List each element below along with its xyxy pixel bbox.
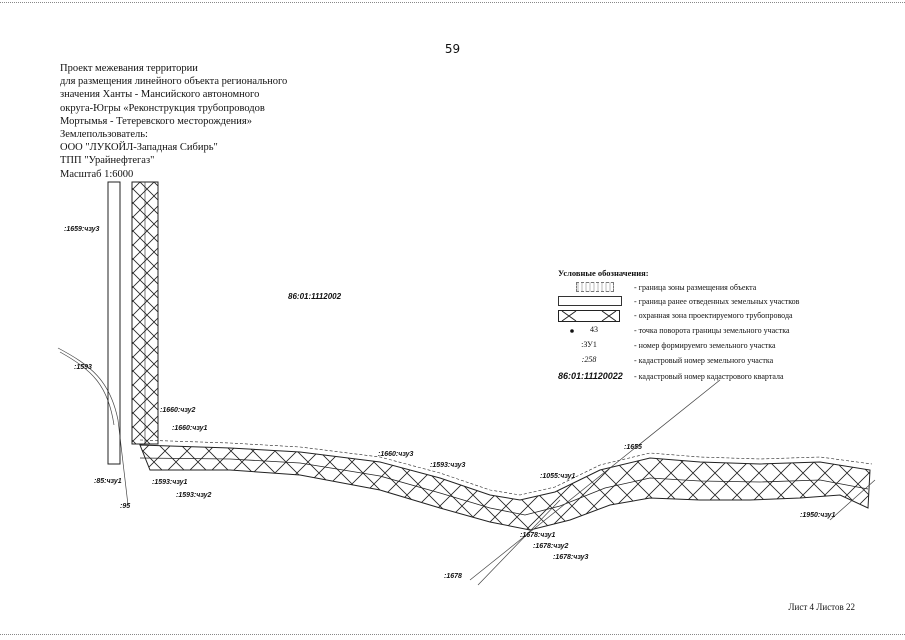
title-line: округа-Югры «Реконструкция трубопроводов <box>60 102 265 114</box>
legend-item-protection-zone: - охранная зона проектируемого трубопров… <box>558 310 858 324</box>
vertical-corridor-boundary <box>107 181 121 465</box>
map-label-1678-3: :1678:чзу3 <box>553 554 589 561</box>
quarter-number-sample: 86:01:11120022 <box>558 371 623 381</box>
road-line-left-2 <box>59 351 115 426</box>
title-line: для размещения линейного объекта региона… <box>60 76 288 88</box>
map-label-1678-2: :1678:чзу2 <box>533 543 569 550</box>
map-label-95: :95 <box>120 503 130 510</box>
map-label-1659: :1659:чзу3 <box>64 226 100 233</box>
protection-zone-symbol <box>558 310 620 322</box>
legend-item-quarter-number: 86:01:11120022 - кадастровый номер кадас… <box>558 371 858 385</box>
legend-item-previous-boundary: - граница ранее отведенных земельных уча… <box>558 296 858 310</box>
title-line: Землепользователь: <box>60 129 148 141</box>
legend-item-text: - кадастровый номер кадастрового квартал… <box>634 372 784 381</box>
map-label-1593-3: :1593:чзу3 <box>430 462 466 469</box>
plot-number-sample: :ЗУ1 <box>581 340 597 349</box>
map-label-1593-1: :1593:чзу1 <box>152 479 188 486</box>
legend-item-plot-number: :ЗУ1 - номер формируемго земельного учас… <box>558 340 858 354</box>
legend-item-point: 43 - точка поворота границы земельного у… <box>558 325 858 339</box>
scale-line: Масштаб 1:6000 <box>60 168 134 180</box>
map-label-1950: :1950:чзу1 <box>800 512 836 519</box>
map-label-1660-3: :1660:чзу3 <box>378 451 414 458</box>
legend-item-text: - граница зоны размещения объекта <box>634 283 757 292</box>
map-label-quarter: 86:01:1112002 <box>288 292 342 301</box>
map-label-1660-1: :1660:чзу1 <box>172 425 208 432</box>
road-line-left <box>57 347 129 506</box>
map-label-1678: :1678 <box>444 573 462 580</box>
map-label-1655: :1655 <box>624 444 642 451</box>
title-line: значения Ханты - Мансийского автономного <box>60 89 260 101</box>
legend: Условные обозначения: - граница зоны раз… <box>558 268 799 381</box>
pipeline-centerline <box>139 457 869 516</box>
legend-item-text: - охранная зона проектируемого трубопров… <box>634 311 793 320</box>
legend-item-text: - точка поворота границы земельного учас… <box>634 326 790 335</box>
map-label-1678-1: :1678:чзу1 <box>520 532 556 539</box>
cadastral-number-sample: :258 <box>581 355 597 364</box>
zone-boundary-symbol <box>576 282 614 292</box>
title-line: ООО "ЛУКОЙЛ-Западная Сибирь" <box>60 142 218 154</box>
page-number: 59 <box>444 42 461 56</box>
title-line: ТПП "Урайнефтегаз" <box>60 155 155 167</box>
map-label-1660-2: :1660:чзу2 <box>160 407 196 414</box>
legend-item-cadastral-number: :258 - кадастровый номер земельного учас… <box>558 355 858 369</box>
title-block: Проект межевания территории для размещен… <box>60 62 287 181</box>
crossing-line-1678 <box>477 499 561 586</box>
sheet-footer: Лист 4 Листов 22 <box>788 602 855 612</box>
sheet-top-border <box>0 2 905 3</box>
legend-item-zone-boundary: - граница зоны размещения объекта <box>558 282 858 296</box>
legend-item-text: - граница ранее отведенных земельных уча… <box>634 297 800 306</box>
legend-item-text: - кадастровый номер земельного участка <box>634 356 774 365</box>
title-line: Мортымья - Тетеревского месторождения» <box>60 115 252 127</box>
point-sample: 43 <box>590 325 598 334</box>
map-label-85: :85:чзу1 <box>94 478 122 485</box>
legend-title: Условные обозначения: <box>558 268 649 278</box>
legend-item-text: - номер формируемго земельного участка <box>634 341 776 350</box>
crossing-line-1655 <box>469 379 721 581</box>
main-protection-zone <box>139 444 871 531</box>
title-line: Проект межевания территории <box>60 63 198 74</box>
map-label-1055: :1055:чзу1 <box>540 473 576 480</box>
point-symbol <box>570 329 574 333</box>
sheet-bottom-border <box>0 634 905 635</box>
previous-boundary-symbol <box>558 296 622 306</box>
map-label-1593-left: :1593 <box>74 364 92 371</box>
map-label-1593-2: :1593:чзу2 <box>176 492 212 499</box>
right-edge-line <box>829 479 876 521</box>
